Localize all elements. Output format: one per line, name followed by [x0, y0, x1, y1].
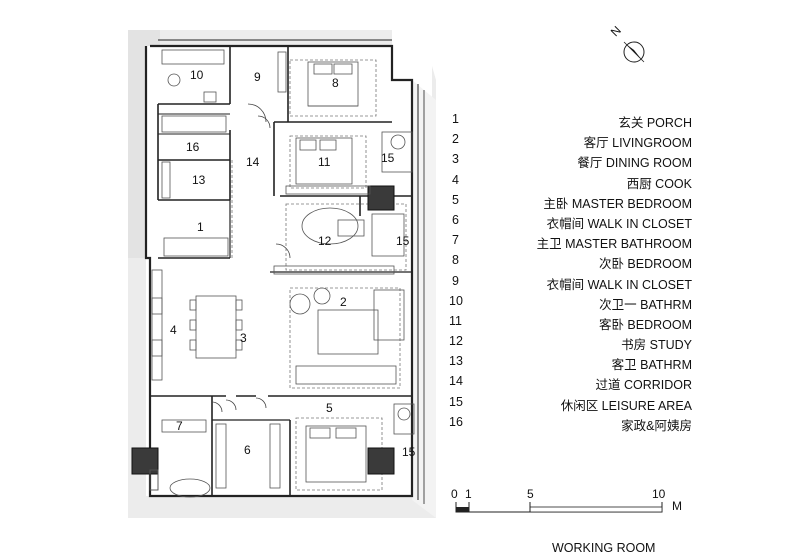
legend-label: 家政&阿姨房	[621, 418, 692, 433]
walls	[144, 39, 425, 504]
room-label-4: 4	[170, 323, 177, 337]
legend-row: 10 次卫一 BATHRM	[449, 290, 692, 312]
legend-row: 3 餐厅 DINING ROOM	[452, 148, 692, 171]
legend-row: 12 书房 STUDY	[449, 330, 692, 353]
legend-row: 13 客卫 BATHRM	[449, 350, 692, 373]
legend-num: 8	[452, 253, 459, 268]
legend-label: 书房 STUDY	[621, 338, 692, 353]
legend-row: 8 次卧 BEDROOM	[452, 249, 692, 272]
legend-row: 14 过道 CORRIDOR	[449, 370, 692, 393]
room-label-6: 6	[244, 443, 251, 457]
floor-plan: 1 2 3 4 5 6 7 8 9 10 11 12 13 14 15 15 1…	[128, 23, 682, 518]
legend-label: 次卫一 BATHRM	[599, 297, 692, 312]
room-label-13: 13	[192, 173, 206, 187]
legend-label: 衣帽间 WALK IN CLOSET	[546, 277, 692, 292]
legend-label: 主卧 MASTER BEDROOM	[543, 196, 692, 211]
legend-row: 4 西厨 COOK	[452, 169, 692, 191]
legend-num: 6	[452, 212, 459, 227]
legend-num: 5	[452, 192, 459, 207]
legend-label: 次卧 BEDROOM	[598, 257, 692, 272]
furniture	[149, 49, 415, 498]
legend-row: 16 家政&阿姨房	[449, 411, 692, 433]
legend-num: 16	[449, 414, 463, 429]
legend-num: 3	[452, 152, 459, 167]
room-label-2: 2	[340, 295, 347, 309]
legend-num: 12	[449, 334, 463, 349]
legend-num: 13	[449, 354, 463, 369]
legend-row: 1 玄关 PORCH	[452, 108, 692, 130]
legend-num: 2	[452, 132, 459, 147]
room-label-7: 7	[176, 419, 183, 433]
door-swings	[211, 103, 291, 413]
legend-label: 西厨 COOK	[626, 176, 692, 191]
legend-num: 9	[452, 273, 459, 288]
room-label-1: 1	[197, 220, 204, 234]
legend-row: 11 客卧 BEDROOM	[449, 310, 692, 332]
legend-num: 15	[449, 394, 463, 409]
legend-num: 14	[449, 374, 463, 389]
scale-tick-10: 10	[652, 487, 666, 501]
legend-label: 主卫 MASTER BATHROOM	[536, 237, 692, 252]
legend-row: 2 客厅 LIVINGROOM	[452, 128, 692, 151]
room-label-8: 8	[332, 76, 339, 90]
legend-label: 餐厅 DINING ROOM	[577, 156, 692, 171]
scale-tick-5: 5	[527, 487, 534, 501]
room-label-11: 11	[318, 155, 331, 169]
legend-row: 7 主卫 MASTER BATHROOM	[452, 229, 692, 252]
legend-label: 客卧 BEDROOM	[598, 317, 692, 332]
legend-num: 11	[449, 313, 462, 328]
room-label-10: 10	[190, 68, 204, 82]
room-label-15c: 15	[402, 445, 416, 459]
legend-row: 15 休闲区 LEISURE AREA	[449, 391, 692, 413]
legend-label: 过道 CORRIDOR	[595, 378, 692, 393]
room-label-12: 12	[318, 234, 332, 248]
north-arrow: N	[608, 23, 645, 63]
legend-row: 6 衣帽间 WALK IN CLOSET	[452, 209, 692, 231]
legend-num: 1	[452, 112, 459, 126]
room-label-15b: 15	[396, 234, 410, 248]
legend-row: 5 主卧 MASTER BEDROOM	[452, 189, 692, 211]
north-label: N	[608, 23, 624, 39]
legend-working-room: WORKING ROOM	[552, 541, 656, 555]
room-legend: 1 玄关 PORCH 2 客厅 LIVINGROOM 3 餐厅 DINING ROOM…	[449, 108, 692, 555]
room-label-16: 16	[186, 140, 200, 154]
legend-label: 衣帽间 WALK IN CLOSET	[546, 216, 692, 231]
legend-label: 客卫 BATHRM	[611, 358, 692, 373]
legend-num: 10	[449, 293, 463, 308]
legend-label: 休闲区 LEISURE AREA	[560, 398, 692, 413]
room-label-14: 14	[246, 155, 260, 169]
apartment-floor	[146, 46, 432, 496]
legend-label: 客厅 LIVINGROOM	[583, 136, 692, 151]
scale-tick-1: 1	[465, 487, 472, 501]
structural-columns	[131, 185, 395, 475]
scale-tick-0: 0	[451, 487, 458, 501]
legend-num: 4	[452, 172, 459, 187]
legend-label: 玄关 PORCH	[618, 116, 692, 130]
zone-outlines	[231, 59, 407, 491]
legend-num: 7	[452, 233, 459, 248]
scale-bar: 0 1 5 10 M	[451, 487, 682, 513]
scale-unit: M	[672, 499, 682, 513]
legend-row: 9 衣帽间 WALK IN CLOSET	[452, 270, 692, 292]
room-label-3: 3	[240, 331, 247, 345]
room-label-15a: 15	[381, 151, 395, 165]
room-labels: 1 2 3 4 5 6 7 8 9 10 11 12 13 14 15 15 1…	[170, 68, 416, 459]
room-label-9: 9	[254, 70, 261, 84]
room-label-5: 5	[326, 401, 333, 415]
